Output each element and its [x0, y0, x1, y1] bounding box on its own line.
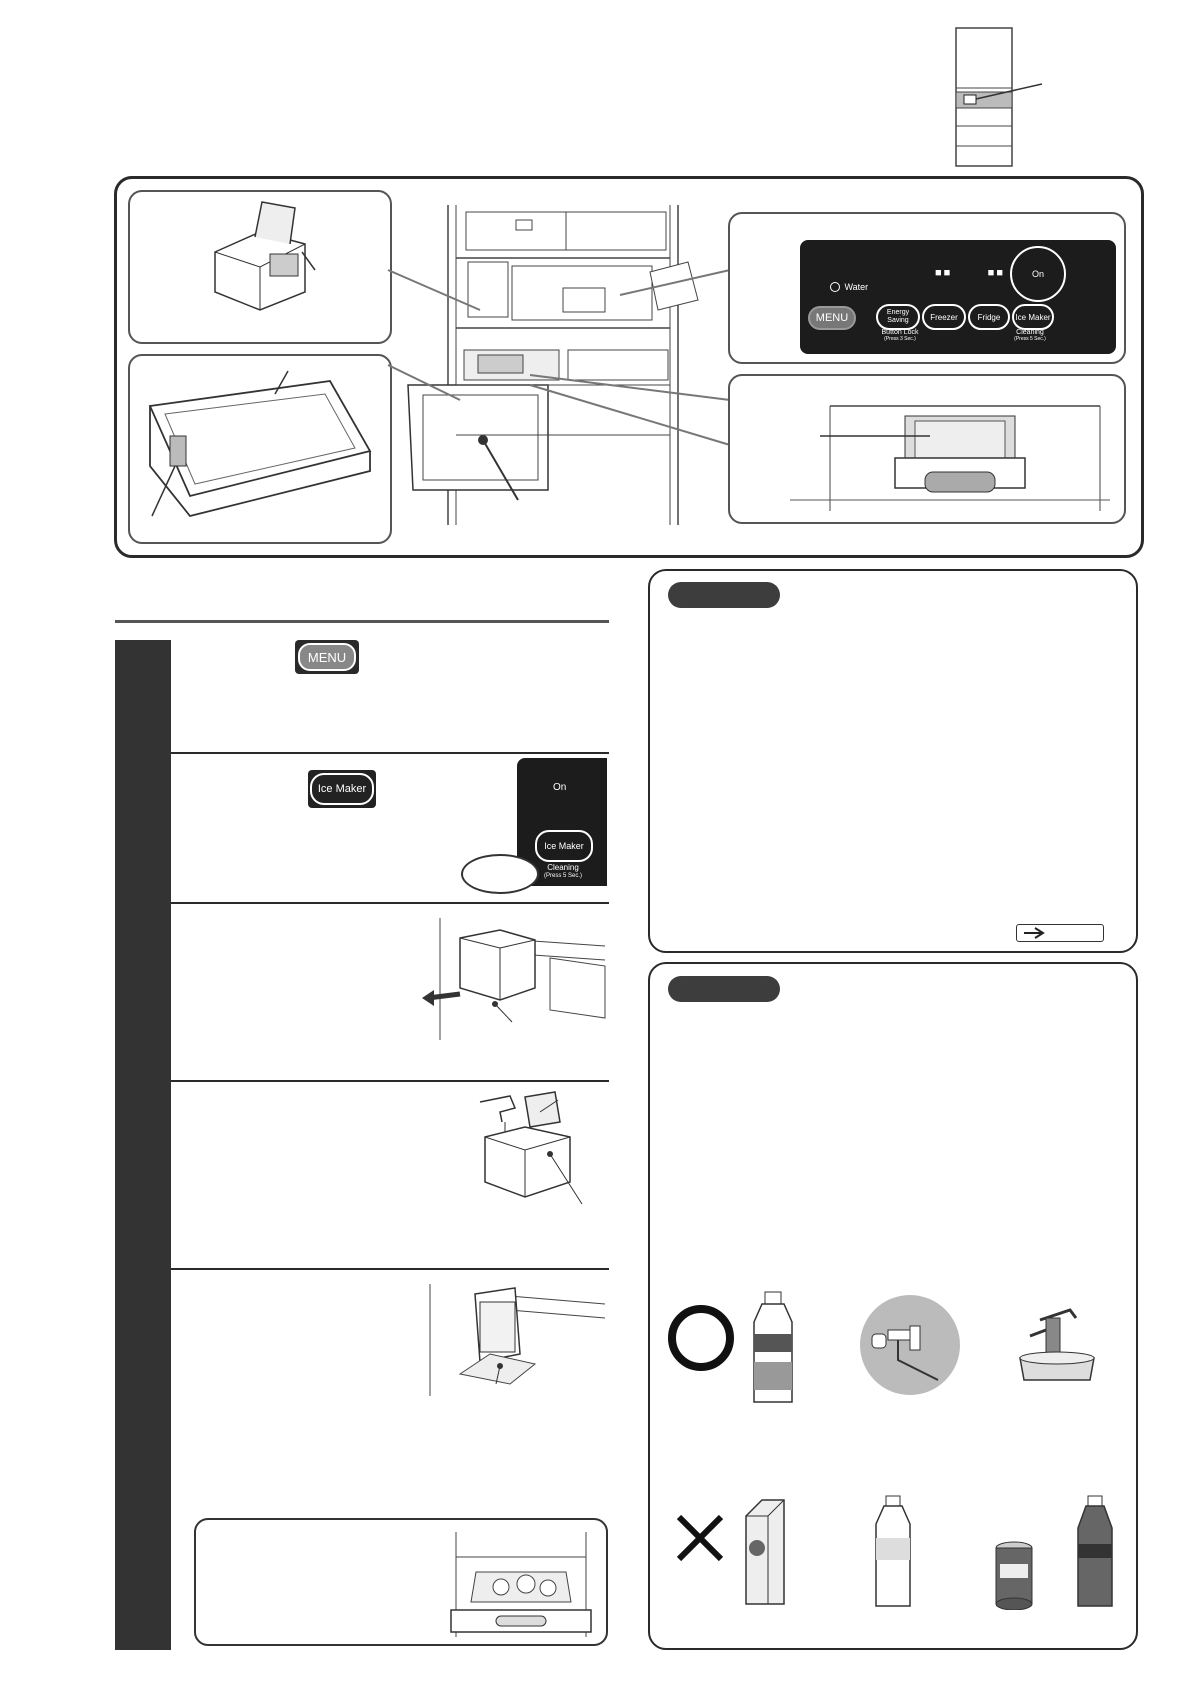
on-indicator: On: [1010, 246, 1066, 302]
well-pump-icon: [1019, 1308, 1095, 1381]
step-bar: [115, 640, 171, 1650]
step4-illustration: [479, 1091, 583, 1205]
menu-button[interactable]: MENU: [808, 306, 856, 330]
info-box-1: [648, 569, 1138, 953]
energy-saving-button[interactable]: Energy Saving: [876, 304, 920, 330]
ice-maker-button[interactable]: Ice Maker: [1012, 304, 1054, 330]
note-box: [194, 1518, 608, 1646]
cross-mark-icon: [676, 1514, 724, 1562]
soft-drink-bottle-icon: [1077, 1495, 1113, 1607]
ice-container-illustration: [148, 370, 372, 518]
button-lock-caption: Button Lock (Press 3 Sec.): [881, 329, 919, 342]
step2-cleaning-caption: Cleaning (Press 5 Sec.): [543, 863, 582, 880]
sports-drink-icon: [875, 1495, 911, 1607]
ice-tray-callout: [128, 190, 392, 344]
fridge-interior-illustration: [407, 205, 699, 525]
soda-can-icon: [995, 1541, 1033, 1610]
water-indicator: Water: [830, 278, 868, 296]
ice-tray-detail-illustration: [790, 405, 1110, 511]
ice-container-callout: [128, 354, 392, 544]
water-label: Water: [844, 281, 869, 292]
arrow-right-icon: [1024, 927, 1045, 939]
ice-tray-illustration: [214, 201, 316, 311]
ice-drawer-illustration: [450, 1532, 592, 1637]
control-panel: Water ■■ ■■ On MENU Energy Saving Freeze…: [800, 240, 1116, 354]
juice-carton-icon: [745, 1499, 785, 1605]
status-dots: ■■ ■■: [935, 267, 1005, 279]
control-panel-callout: Water ■■ ■■ On MENU Energy Saving Freeze…: [728, 212, 1126, 364]
fridge-overview-diagram: [955, 27, 1043, 167]
water-bottle-icon: [753, 1291, 793, 1403]
fridge-button[interactable]: Fridge: [968, 304, 1010, 330]
step1-menu-button[interactable]: MENU: [295, 640, 359, 674]
step-2: Ice Maker On Ice Maker Cleaning (Press 5…: [171, 754, 609, 904]
press-callout-bubble: [461, 854, 539, 894]
step2-on-label: On: [553, 782, 567, 793]
freezer-button[interactable]: Freezer: [922, 304, 966, 330]
circle-mark-icon: [668, 1305, 734, 1371]
step-1: MENU: [171, 640, 609, 754]
step-4: [171, 1082, 609, 1270]
tap-water-icon: [860, 1295, 960, 1395]
step3-illustration: [422, 918, 606, 1040]
ice-tray-detail-callout: [728, 374, 1126, 524]
section-rule: [115, 620, 609, 623]
step2-panel-ice-maker-button[interactable]: Ice Maker: [535, 830, 593, 862]
cleaning-caption: Cleaning (Press 5 Sec.): [1014, 329, 1046, 342]
info-box-2-tag: [668, 976, 780, 1002]
continued-arrow-box: [1016, 924, 1104, 942]
step2-ice-maker-button[interactable]: Ice Maker: [308, 770, 376, 808]
step5-illustration: [429, 1284, 606, 1396]
callout-connectors: [387, 269, 731, 446]
info-box-1-tag: [668, 582, 780, 608]
on-label: On: [1031, 269, 1044, 279]
step-3: [171, 904, 609, 1082]
